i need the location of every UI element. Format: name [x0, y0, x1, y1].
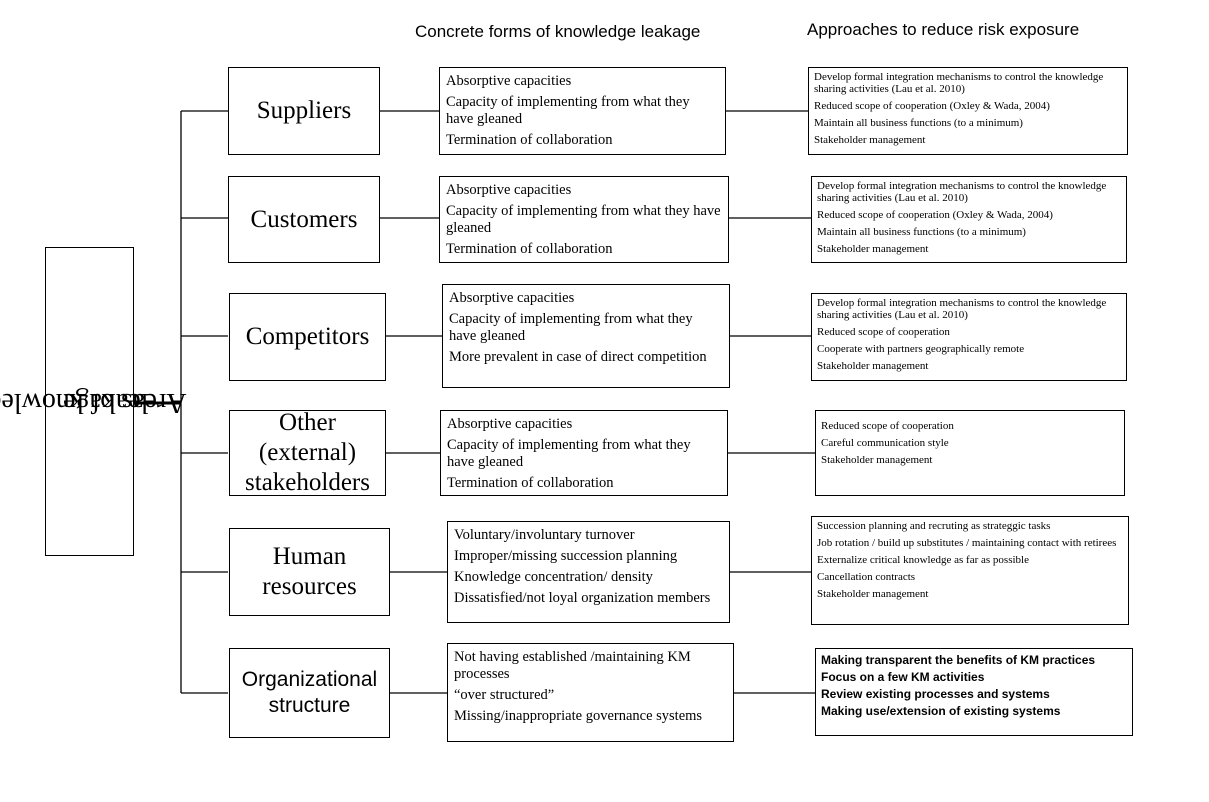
category-label: Competitors — [245, 323, 370, 350]
category-label: Other (external) stakeholders — [245, 409, 370, 496]
form-item: “over structured” — [454, 687, 555, 703]
forms-competitors: Absorptive capacities Capacity of implem… — [442, 284, 730, 388]
root-label-line2: leakage — [62, 386, 149, 418]
forms-other-stakeholders: Absorptive capacities Capacity of implem… — [440, 410, 728, 496]
category-human-resources: Human resources — [229, 528, 390, 616]
forms-column-header: Concrete forms of knowledge leakage — [415, 22, 701, 41]
approach-item: Stakeholder management — [817, 243, 929, 255]
approach-item: Making transparent the benefits of KM pr… — [821, 653, 1096, 667]
approach-item: Reduced scope of cooperation (Oxley & Wa… — [817, 209, 1053, 221]
form-item: Capacity of implementing from what they … — [446, 203, 721, 236]
approach-item: Stakeholder management — [817, 588, 929, 600]
approaches-other-stakeholders: Reduced scope of cooperation Careful com… — [815, 410, 1125, 496]
approach-item: Stakeholder management — [814, 134, 926, 146]
approach-item: Develop formal integration mechanisms to… — [817, 297, 1107, 321]
category-other-stakeholders: Other (external) stakeholders — [229, 409, 386, 496]
approach-item: Job rotation / build up substitutes / ma… — [817, 537, 1117, 549]
category-competitors: Competitors — [229, 293, 386, 381]
approaches-organizational-structure: Making transparent the benefits of KM pr… — [815, 648, 1133, 736]
approach-item: Stakeholder management — [817, 360, 929, 372]
category-label: Organizational structure — [241, 668, 378, 717]
form-item: Absorptive capacities — [447, 416, 573, 432]
form-item: Termination of collaboration — [447, 475, 614, 491]
category-label: Human resources — [262, 543, 357, 600]
approach-item: Develop formal integration mechanisms to… — [817, 180, 1107, 204]
approach-item: Reduced scope of cooperation — [821, 420, 954, 432]
form-item: Absorptive capacities — [446, 73, 572, 89]
category-label: Suppliers — [256, 97, 352, 124]
form-item: Missing/inappropriate governance systems — [454, 708, 703, 724]
approach-item: Develop formal integration mechanisms to… — [814, 71, 1104, 95]
form-item: Absorptive capacities — [449, 290, 575, 306]
form-item: Not having established /maintaining KM p… — [454, 649, 691, 682]
approaches-customers: Develop formal integration mechanisms to… — [811, 176, 1127, 263]
approaches-competitors: Develop formal integration mechanisms to… — [811, 293, 1127, 381]
category-label: Customers — [250, 205, 358, 233]
category-organizational-structure: Organizational structure — [229, 648, 390, 738]
approach-item: Making use/extension of existing systems — [821, 704, 1061, 718]
forms-organizational-structure: Not having established /maintaining KM p… — [447, 643, 734, 742]
approaches-suppliers: Develop formal integration mechanisms to… — [808, 67, 1128, 155]
form-item: Capacity of implementing from what they … — [446, 94, 690, 127]
form-item: Improper/missing succession planning — [454, 548, 678, 564]
category-suppliers: Suppliers — [228, 67, 380, 155]
approach-item: Cooperate with partners geographically r… — [817, 343, 1025, 355]
form-item: Termination of collaboration — [446, 241, 613, 257]
approach-item: Cancellation contracts — [817, 571, 916, 583]
approach-item: Careful communication style — [821, 437, 949, 449]
form-item: Capacity of implementing from what they … — [449, 311, 693, 344]
forms-human-resources: Voluntary/involuntary turnover Improper/… — [447, 521, 730, 623]
approach-item: Externalize critical knowledge as far as… — [817, 554, 1029, 566]
forms-customers: Absorptive capacities Capacity of implem… — [439, 176, 729, 263]
approach-item: Focus on a few KM activities — [821, 670, 985, 684]
form-item: Absorptive capacities — [446, 182, 572, 198]
approach-item: Review existing processes and systems — [821, 687, 1050, 701]
approach-item: Reduced scope of cooperation — [817, 326, 950, 338]
approach-item: Stakeholder management — [821, 454, 933, 466]
approach-item: Maintain all business functions (to a mi… — [817, 226, 1026, 238]
approach-item: Reduced scope of cooperation (Oxley & Wa… — [814, 100, 1050, 112]
approaches-human-resources: Succession planning and recruting as str… — [811, 516, 1129, 625]
form-item: Voluntary/involuntary turnover — [454, 527, 635, 543]
approach-item: Succession planning and recruting as str… — [817, 520, 1051, 532]
form-item: Knowledge concentration/ density — [454, 569, 653, 585]
form-item: Termination of collaboration — [446, 132, 613, 148]
form-item: Dissatisfied/not loyal organization memb… — [454, 590, 711, 606]
approaches-column-header: Approaches to reduce risk exposure — [807, 20, 1080, 39]
forms-suppliers: Absorptive capacities Capacity of implem… — [439, 67, 726, 155]
category-customers: Customers — [228, 176, 380, 263]
form-item: More prevalent in case of direct competi… — [449, 349, 707, 365]
approach-item: Maintain all business functions (to a mi… — [814, 117, 1023, 129]
form-item: Capacity of implementing from what they … — [447, 437, 691, 470]
